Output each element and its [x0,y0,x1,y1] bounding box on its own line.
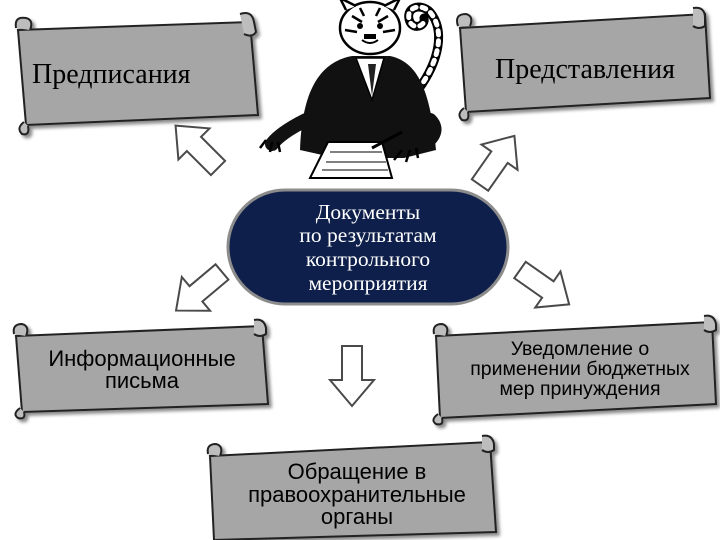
arrow-to-predstavleniya [470,134,519,193]
scroll-label-law-enforcement: Обращение в правоохранительные органы [248,459,466,530]
scroll-predstavleniya [456,6,712,122]
tiger-businessman-icon [259,0,444,179]
scroll-label-predpisaniya: Предписания [32,58,191,90]
arrow-to-law-enforcement [327,345,377,408]
scroll-predpisaniya [14,12,260,136]
arrow-to-predpisaniya [174,124,227,177]
scroll-label-predstavleniya: Представления [494,53,676,85]
scroll-label-info-letters: Информационные письма [48,345,236,393]
scroll-notification [432,314,718,426]
scroll-law-enforcement [206,434,498,540]
arrow-to-info-letters [174,262,230,312]
arrow-to-notification [512,260,571,309]
center-node [226,188,510,306]
scroll-label-notification: Уведомление о применении бюджетных мер п… [470,338,690,400]
scroll-info-letters [12,318,270,420]
center-node-label: Документы по результатам контрольного ме… [299,199,437,295]
